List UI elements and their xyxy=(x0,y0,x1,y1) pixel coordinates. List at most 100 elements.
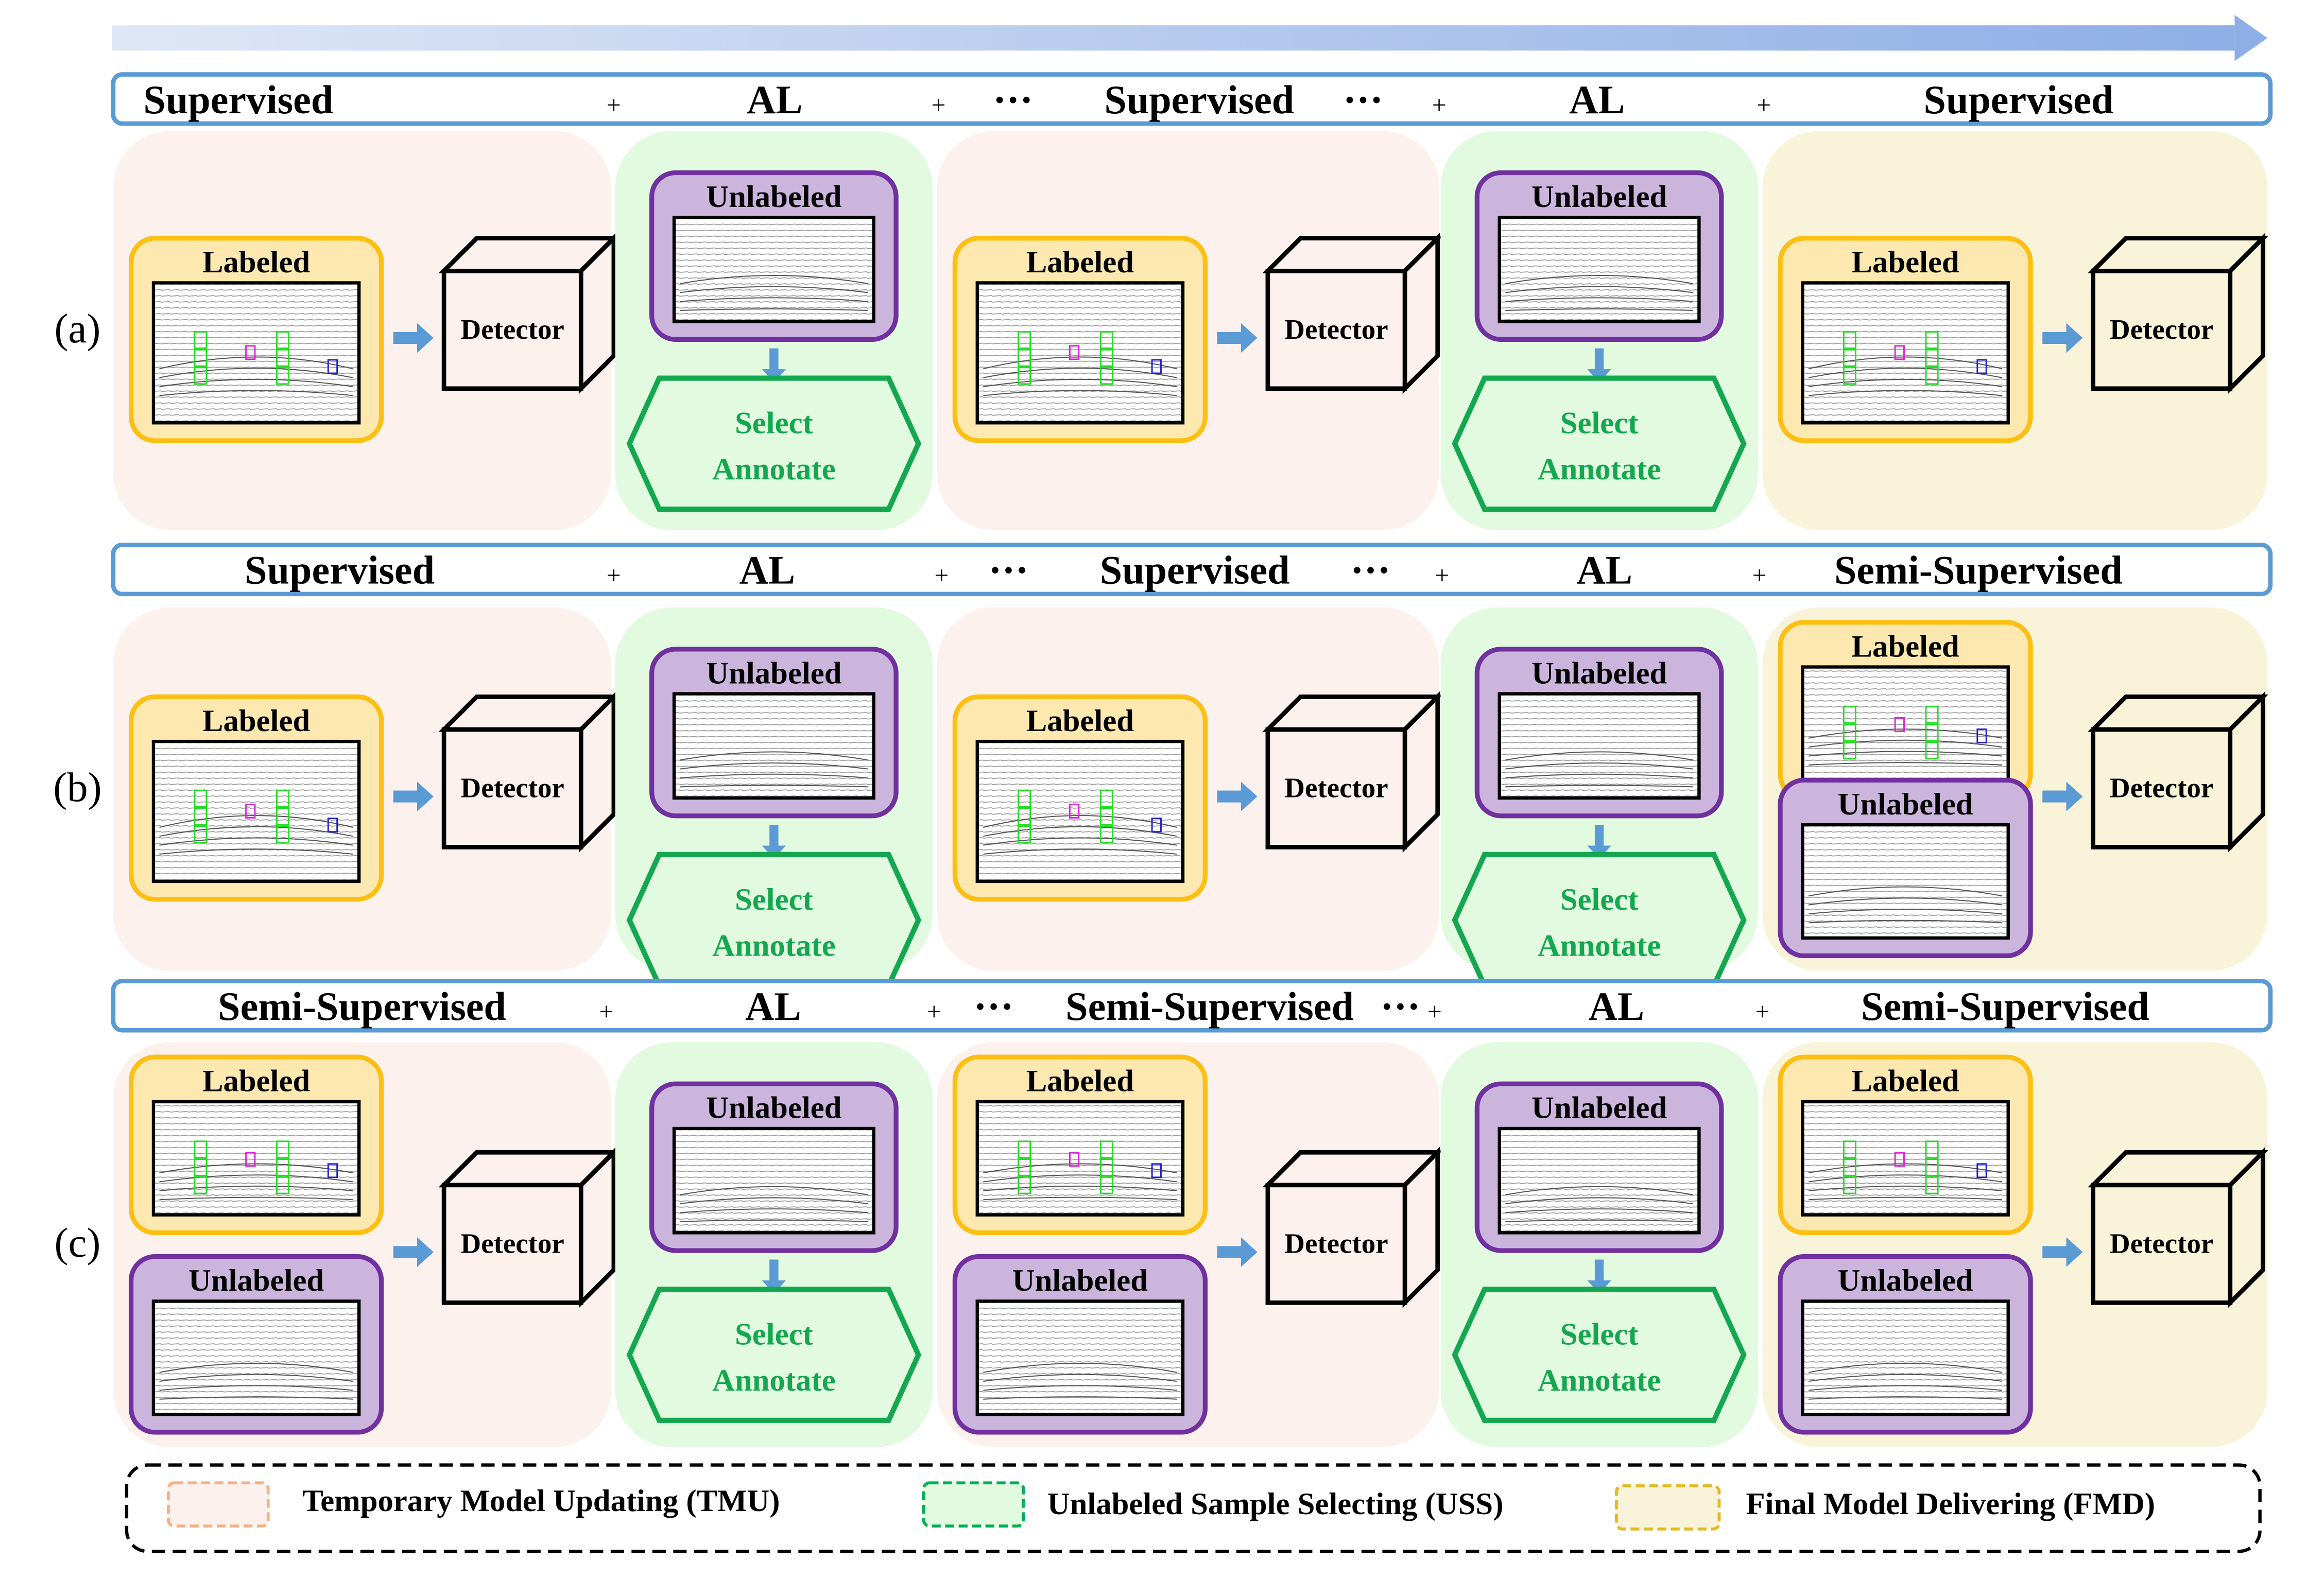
select-annotate-frame xyxy=(626,1287,922,1423)
labeled-data-box: Labeled xyxy=(128,1054,384,1236)
detector-cube: Detector xyxy=(2088,691,2268,853)
scan-line xyxy=(983,1185,1177,1191)
plus-sign: + xyxy=(607,561,621,589)
bbox-annotation xyxy=(1843,349,1856,367)
detector-cube-front xyxy=(441,1183,583,1305)
bbox-annotation xyxy=(327,818,338,833)
labeled-title: Labeled xyxy=(1026,704,1134,738)
scan-line xyxy=(1808,1396,2003,1400)
scan-line xyxy=(159,378,353,387)
flow-arrow-down-icon xyxy=(762,348,786,383)
scan-line xyxy=(1808,1185,2003,1191)
detector-label: Detector xyxy=(1284,1227,1388,1259)
scan-line xyxy=(983,1385,1177,1391)
scan-line xyxy=(983,826,1177,837)
detector-label: Detector xyxy=(2110,314,2213,345)
select-label: Select xyxy=(1560,882,1639,917)
unlabeled-title: Unlabeled xyxy=(1531,1091,1667,1125)
legend-label-fmd: Final Model Delivering (FMD) xyxy=(1746,1487,2155,1521)
flow-arrow-right-icon xyxy=(2042,782,2083,812)
select-annotate-frame xyxy=(1452,1287,1747,1423)
detector-cube-front xyxy=(441,268,583,391)
labeled-point-cloud-image xyxy=(975,739,1185,883)
scan-line xyxy=(159,1163,353,1174)
bbox-annotation xyxy=(1099,807,1113,826)
detector-cube-front xyxy=(441,727,583,849)
scan-line xyxy=(1505,1219,1693,1222)
labeled-point-cloud-image xyxy=(1801,281,2010,425)
bbox-annotation xyxy=(276,349,290,367)
flow-arrow-right-icon xyxy=(2042,323,2083,353)
bbox-annotation xyxy=(1843,741,1856,760)
legend-swatch-fmd xyxy=(1614,1484,1721,1531)
ellipsis: ··· xyxy=(988,548,1028,593)
scan-line xyxy=(159,390,353,396)
bbox-annotation xyxy=(1099,1140,1113,1159)
strategy-name: AL xyxy=(1576,548,1632,593)
bbox-annotation xyxy=(1976,359,1987,374)
bbox-annotation xyxy=(1018,825,1031,843)
scan-line xyxy=(1808,1363,2003,1373)
labeled-point-cloud-image xyxy=(975,281,1185,425)
legend-item-uss: Unlabeled Sample Selecting (USS) xyxy=(922,1481,1503,1528)
bbox-annotation xyxy=(1894,717,1905,732)
scan-line xyxy=(983,1363,1177,1373)
labeled-data-box: Labeled xyxy=(1778,236,2033,443)
detector-cube: Detector xyxy=(1262,691,1443,853)
unlabeled-point-cloud-image xyxy=(672,216,875,323)
detector-cube: Detector xyxy=(438,233,619,394)
labeled-point-cloud-image xyxy=(151,1100,361,1217)
rows: (a)Supervised+AL+···Supervised···+AL+Sup… xyxy=(53,72,2273,1447)
bbox-annotation xyxy=(1018,1176,1031,1194)
flow-arrow-down-icon xyxy=(1587,1259,1611,1294)
unlabeled-point-cloud-image xyxy=(151,1299,361,1416)
strategy-header-frame xyxy=(111,543,2273,597)
bbox-annotation xyxy=(194,789,208,808)
bbox-annotation xyxy=(194,367,208,385)
bbox-annotation xyxy=(1151,359,1162,374)
scan-line xyxy=(680,751,868,761)
legend: Temporary Model Updating (TMU) Unlabeled… xyxy=(125,1463,2262,1553)
bbox-annotation xyxy=(1018,807,1031,826)
bbox-annotation xyxy=(1976,728,1987,743)
bbox-annotation xyxy=(1018,1158,1031,1176)
bbox-annotation xyxy=(245,803,256,819)
labeled-title: Labeled xyxy=(1026,1064,1134,1099)
unlabeled-point-cloud-image xyxy=(1801,1299,2010,1416)
bbox-annotation xyxy=(1925,349,1939,367)
scan-line xyxy=(680,286,868,293)
bbox-annotation xyxy=(327,359,338,374)
progress-arrow-head xyxy=(2234,14,2268,61)
scan-line xyxy=(680,1208,868,1213)
labeled-title: Labeled xyxy=(1851,629,1959,664)
bbox-annotation xyxy=(194,807,208,826)
unlabeled-data-box: Unlabeled xyxy=(1474,647,1724,819)
scan-line xyxy=(983,848,1177,855)
bbox-annotation xyxy=(327,1163,338,1178)
detector-label: Detector xyxy=(461,1227,564,1259)
select-label: Select xyxy=(735,882,813,917)
legend-label-tmu: Temporary Model Updating (TMU) xyxy=(302,1484,780,1518)
flow-arrow-right-icon xyxy=(393,1237,434,1267)
bbox-annotation xyxy=(1976,1163,1987,1178)
scan-line xyxy=(1505,773,1693,778)
bbox-annotation xyxy=(276,825,290,843)
unlabeled-data-box: Unlabeled xyxy=(1778,777,2033,959)
unlabeled-title: Unlabeled xyxy=(188,1263,324,1298)
scan-line xyxy=(1808,886,2003,897)
scan-line xyxy=(159,826,353,837)
scan-line xyxy=(983,1163,1177,1174)
unlabeled-point-cloud-image xyxy=(672,692,875,800)
detector-cube-front xyxy=(2091,1183,2233,1305)
annotate-label: Annotate xyxy=(1538,1363,1661,1398)
strategy-name: Supervised xyxy=(1104,77,1294,122)
scan-line xyxy=(159,1196,353,1201)
scan-line xyxy=(1808,897,2003,906)
bbox-annotation xyxy=(1099,367,1113,385)
select-annotate-frame xyxy=(1452,375,1747,512)
